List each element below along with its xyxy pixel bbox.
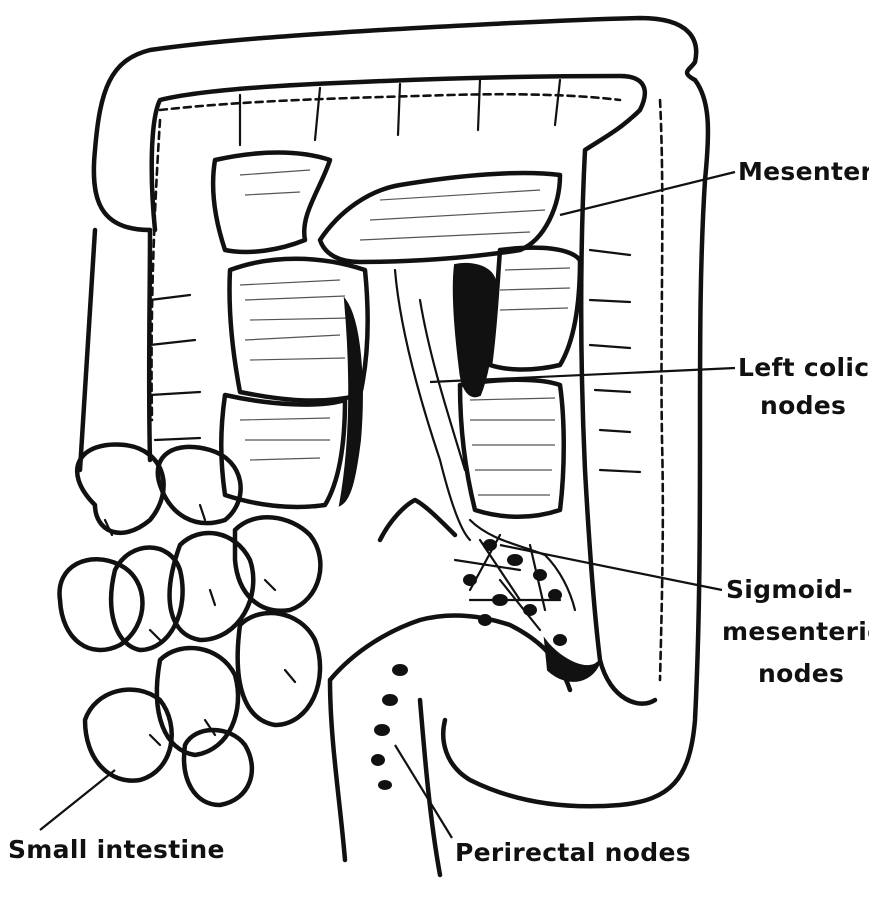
small-intestine-loops xyxy=(60,444,321,805)
label-sigmoid-3: nodes xyxy=(758,659,844,689)
label-sigmoid-2: mesenteric xyxy=(722,617,869,647)
marginal-vessel-right xyxy=(660,100,663,680)
label-perirectal-nodes: Perirectal nodes xyxy=(455,838,691,868)
label-mesentery: Mesentery xyxy=(738,157,869,187)
haustra-right xyxy=(590,250,640,472)
haustra-top xyxy=(240,80,560,145)
mesentery-shading xyxy=(360,190,545,240)
label-sigmoid-1: Sigmoid- xyxy=(726,575,853,605)
label-left-colic-1: Left colic xyxy=(738,353,869,383)
central-pelvic-wedge xyxy=(380,500,455,540)
haustra-left xyxy=(150,295,200,440)
label-small-intestine: Small intestine xyxy=(8,835,225,865)
perirectal-node-chain xyxy=(372,665,407,789)
label-left-colic-2: nodes xyxy=(760,391,846,421)
mesocolon-shading xyxy=(240,170,350,460)
leader-small-intestine xyxy=(40,770,115,830)
marginal-vessel-top xyxy=(160,94,620,110)
leader-mesentery xyxy=(560,172,735,215)
leader-sigmoid xyxy=(500,545,722,590)
colon-outline-inner xyxy=(152,76,655,704)
ascending-colon-wall xyxy=(80,230,150,470)
shadow-band-right xyxy=(454,264,495,396)
mesocolon-left-upper xyxy=(213,153,330,252)
